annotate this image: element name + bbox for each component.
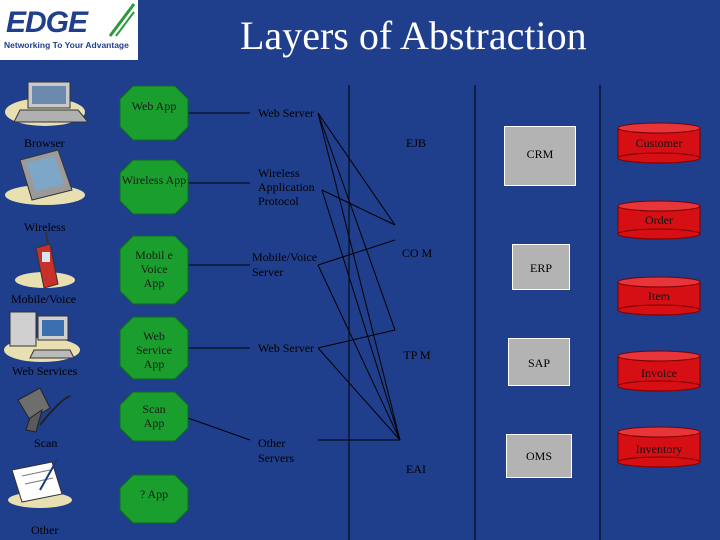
server-label-wap: Wireless Application Protocol (258, 166, 338, 208)
app-label-wireless: Wireless App (120, 173, 188, 187)
database-label-order: Order (619, 213, 699, 228)
system-box-erp: ERP (512, 244, 570, 290)
system-label-erp: ERP (513, 261, 569, 276)
app-octagon-wireless (120, 160, 188, 214)
system-box-oms: OMS (506, 434, 572, 478)
app-label-voice: Mobil e Voice App (134, 248, 174, 290)
database-label-customer: Customer (619, 136, 699, 151)
server-label-web-2: Web Server (258, 341, 314, 356)
connector-voice-eai (318, 265, 400, 440)
middleware-label-ejb: EJB (406, 136, 426, 151)
app-octagon-web (120, 86, 188, 140)
connector-ws2-tpm (318, 330, 395, 348)
connector-wap-eai (322, 190, 400, 440)
middleware-label-com: CO M (400, 246, 434, 260)
database-label-inventory: Inventory (619, 442, 699, 457)
database-label-invoice: Invoice (619, 366, 699, 381)
database-label-item: Item (619, 289, 699, 304)
system-box-sap: SAP (508, 338, 570, 386)
system-label-crm: CRM (505, 147, 575, 162)
connector-ws2-eai (318, 348, 400, 440)
database-cylinders (600, 0, 720, 540)
server-label-other: Other Servers (258, 436, 308, 466)
app-label-other: ? App (136, 487, 172, 501)
system-box-crm: CRM (504, 126, 576, 186)
server-label-web-1: Web Server (258, 106, 314, 121)
server-label-voice: Mobile/Voice Server (252, 250, 332, 280)
app-label-web: Web App (120, 99, 188, 113)
middleware-label-eai: EAI (406, 462, 426, 477)
middleware-label-tpm: TP M (400, 348, 434, 362)
app-label-scan: Scan App (136, 402, 172, 430)
system-label-sap: SAP (509, 356, 569, 371)
system-label-oms: OMS (507, 449, 571, 464)
app-label-web-service: Web Service App (126, 329, 182, 371)
connector-ws1-tpm (318, 113, 395, 330)
